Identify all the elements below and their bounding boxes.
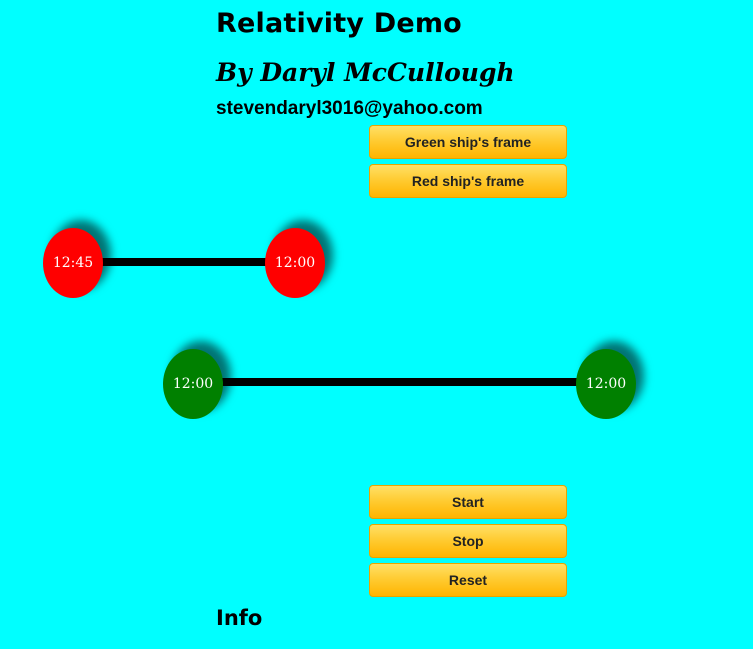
red-frame-button[interactable]: Red ship's frame [369, 164, 567, 198]
green-ship-rod [214, 378, 594, 386]
green-ship-left-clock: 12:00 [163, 349, 223, 419]
green-ship-right-clock: 12:00 [576, 349, 636, 419]
red-ship-right-clock: 12:00 [265, 228, 325, 298]
start-button[interactable]: Start [369, 485, 567, 519]
red-ship-left-clock: 12:45 [43, 228, 103, 298]
author-email: stevendaryl3016@yahoo.com [216, 98, 483, 119]
green-frame-button[interactable]: Green ship's frame [369, 125, 567, 159]
red-ship-rod [96, 258, 280, 266]
stop-button[interactable]: Stop [369, 524, 567, 558]
author-line: By Daryl McCullough [216, 58, 515, 87]
page-title: Relativity Demo [216, 8, 462, 39]
info-heading: Info [216, 606, 263, 630]
reset-button[interactable]: Reset [369, 563, 567, 597]
